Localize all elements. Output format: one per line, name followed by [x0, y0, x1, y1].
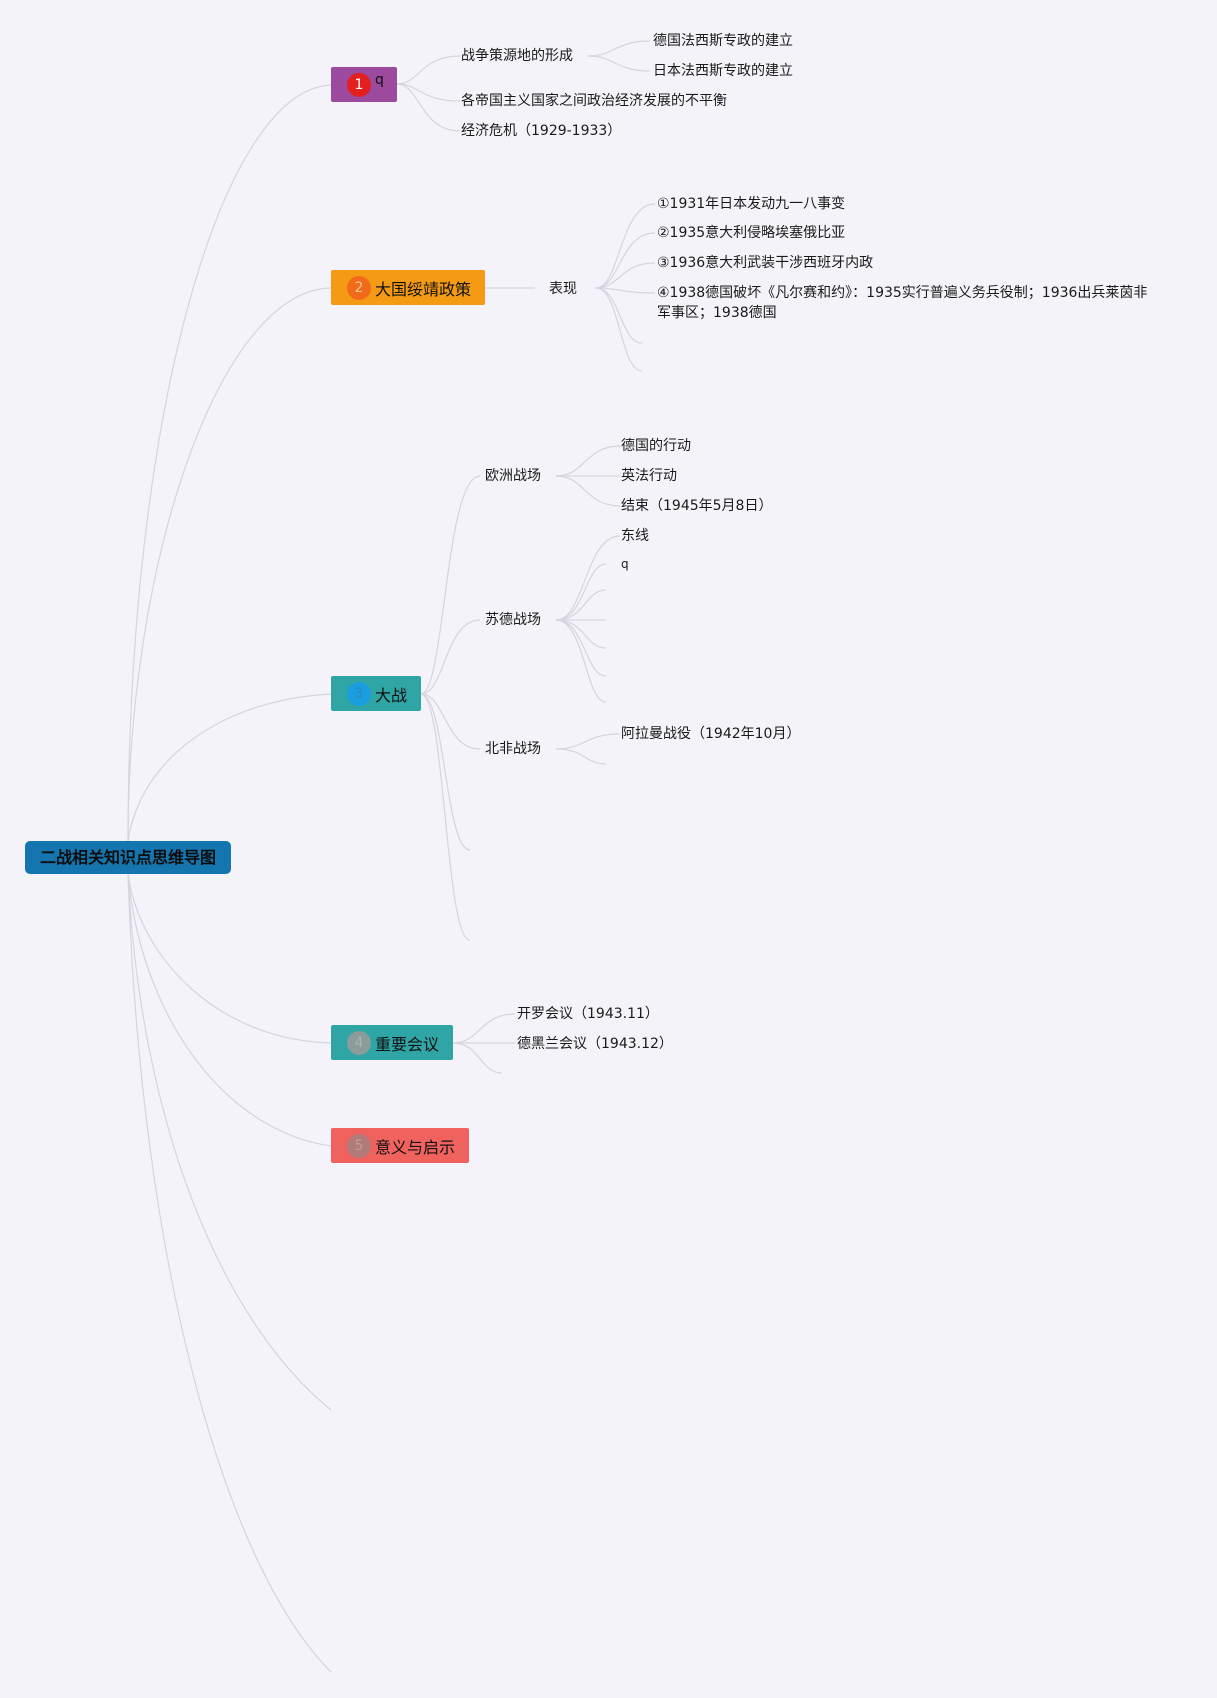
link-soviet-1	[555, 535, 621, 621]
link-soviet-7	[555, 619, 607, 703]
link-t2-item1	[595, 203, 656, 289]
conference-cairo[interactable]: 开罗会议（1943.11）	[517, 1006, 659, 1022]
subtopic-economic-crisis[interactable]: 经济危机（1929-1933）	[461, 123, 622, 139]
soviet-eastern-front[interactable]: 东线	[621, 528, 649, 544]
link-t1-japan	[587, 55, 651, 72]
subtopic-north-africa-theater[interactable]: 北非战场	[485, 741, 541, 757]
link-t2-empty-1	[595, 287, 643, 344]
link-t1-crisis	[396, 83, 461, 132]
link-t2-empty-2	[595, 287, 643, 372]
number-badge-5: 5	[347, 1133, 371, 1158]
subtopic-imbalance[interactable]: 各帝国主义国家之间政治经济发展的不平衡	[461, 93, 727, 109]
link-t1-war-source	[396, 55, 461, 85]
link-t1-germany	[587, 40, 651, 57]
appeasement-item-2[interactable]: ②1935意大利侵略埃塞俄比亚	[657, 225, 846, 241]
number-badge-3: 3	[347, 681, 371, 706]
appeasement-item-4[interactable]: ④1938德国破坏《凡尔赛和约》：1935实行普遍义务兵役制；1936出兵莱茵非…	[657, 285, 1148, 321]
link-soviet-6	[555, 619, 607, 677]
number-badge-2: 2	[347, 275, 371, 300]
subtopic-european-theater[interactable]: 欧洲战场	[485, 468, 541, 484]
subtopic-japan-fascism[interactable]: 日本法西斯专政的建立	[653, 63, 793, 79]
link-root-topic4	[127, 873, 332, 1044]
link-t2-item3	[595, 262, 656, 289]
link-europe-1	[555, 445, 621, 477]
number-badge-4: 4	[347, 1030, 371, 1055]
link-root-topic5	[127, 873, 332, 1147]
appeasement-item-3[interactable]: ③1936意大利武装干涉西班牙内政	[657, 255, 874, 271]
subtopic-manifestation[interactable]: 表现	[549, 281, 577, 297]
main-topic-5[interactable]: 5 意义与启示	[331, 1128, 469, 1163]
link-root-topic1	[127, 84, 332, 842]
main-topic-3[interactable]: 3 大战	[331, 676, 421, 711]
topic-label: 意义与启示	[375, 1137, 456, 1157]
europe-end[interactable]: 结束（1945年5月8日）	[621, 498, 773, 514]
subtopic-germany-fascism[interactable]: 德国法西斯专政的建立	[653, 33, 793, 49]
link-soviet-2	[555, 563, 607, 621]
soviet-q[interactable]: q	[621, 557, 629, 571]
link-t2-item2	[595, 232, 656, 289]
link-root-topic3	[127, 693, 332, 842]
main-topic-4[interactable]: 4 重要会议	[331, 1025, 453, 1060]
number-badge-1: 1	[347, 72, 371, 97]
topic-label: q	[375, 72, 384, 88]
conference-tehran[interactable]: 德黑兰会议（1943.12）	[517, 1036, 673, 1052]
link-soviet-5	[555, 619, 607, 649]
link-root-empty-1	[127, 873, 332, 1411]
topic-label: 大国绥靖政策	[375, 279, 472, 299]
link-root-empty-2	[127, 873, 332, 1673]
link-soviet-3	[555, 589, 607, 621]
subtopic-soviet-german-theater[interactable]: 苏德战场	[485, 612, 541, 628]
link-t4-cairo	[452, 1013, 516, 1044]
link-t3-empty-1	[420, 693, 471, 851]
root-topic[interactable]: 二战相关知识点思维导图	[25, 841, 231, 874]
link-t3-africa	[420, 693, 481, 750]
link-africa-1	[555, 733, 621, 750]
appeasement-item-1[interactable]: ①1931年日本发动九一八事变	[657, 196, 846, 212]
topic-label: 重要会议	[375, 1034, 440, 1054]
europe-germany-actions[interactable]: 德国的行动	[621, 438, 691, 454]
link-t2-item4	[595, 287, 656, 294]
europe-uk-france-actions[interactable]: 英法行动	[621, 468, 677, 484]
africa-el-alamein[interactable]: 阿拉曼战役（1942年10月）	[621, 726, 801, 742]
link-t3-europe	[420, 475, 481, 695]
link-africa-2	[555, 748, 607, 765]
link-europe-3	[555, 475, 621, 507]
link-t3-soviet	[420, 619, 481, 695]
main-topic-1[interactable]: 1 q	[331, 67, 397, 102]
link-t4-empty	[452, 1042, 503, 1074]
main-topic-2[interactable]: 2 大国绥靖政策	[331, 270, 485, 305]
link-t3-empty-2	[420, 693, 471, 941]
topic-label: 大战	[375, 685, 408, 705]
subtopic-war-source[interactable]: 战争策源地的形成	[461, 48, 573, 64]
link-root-topic2	[127, 287, 332, 842]
